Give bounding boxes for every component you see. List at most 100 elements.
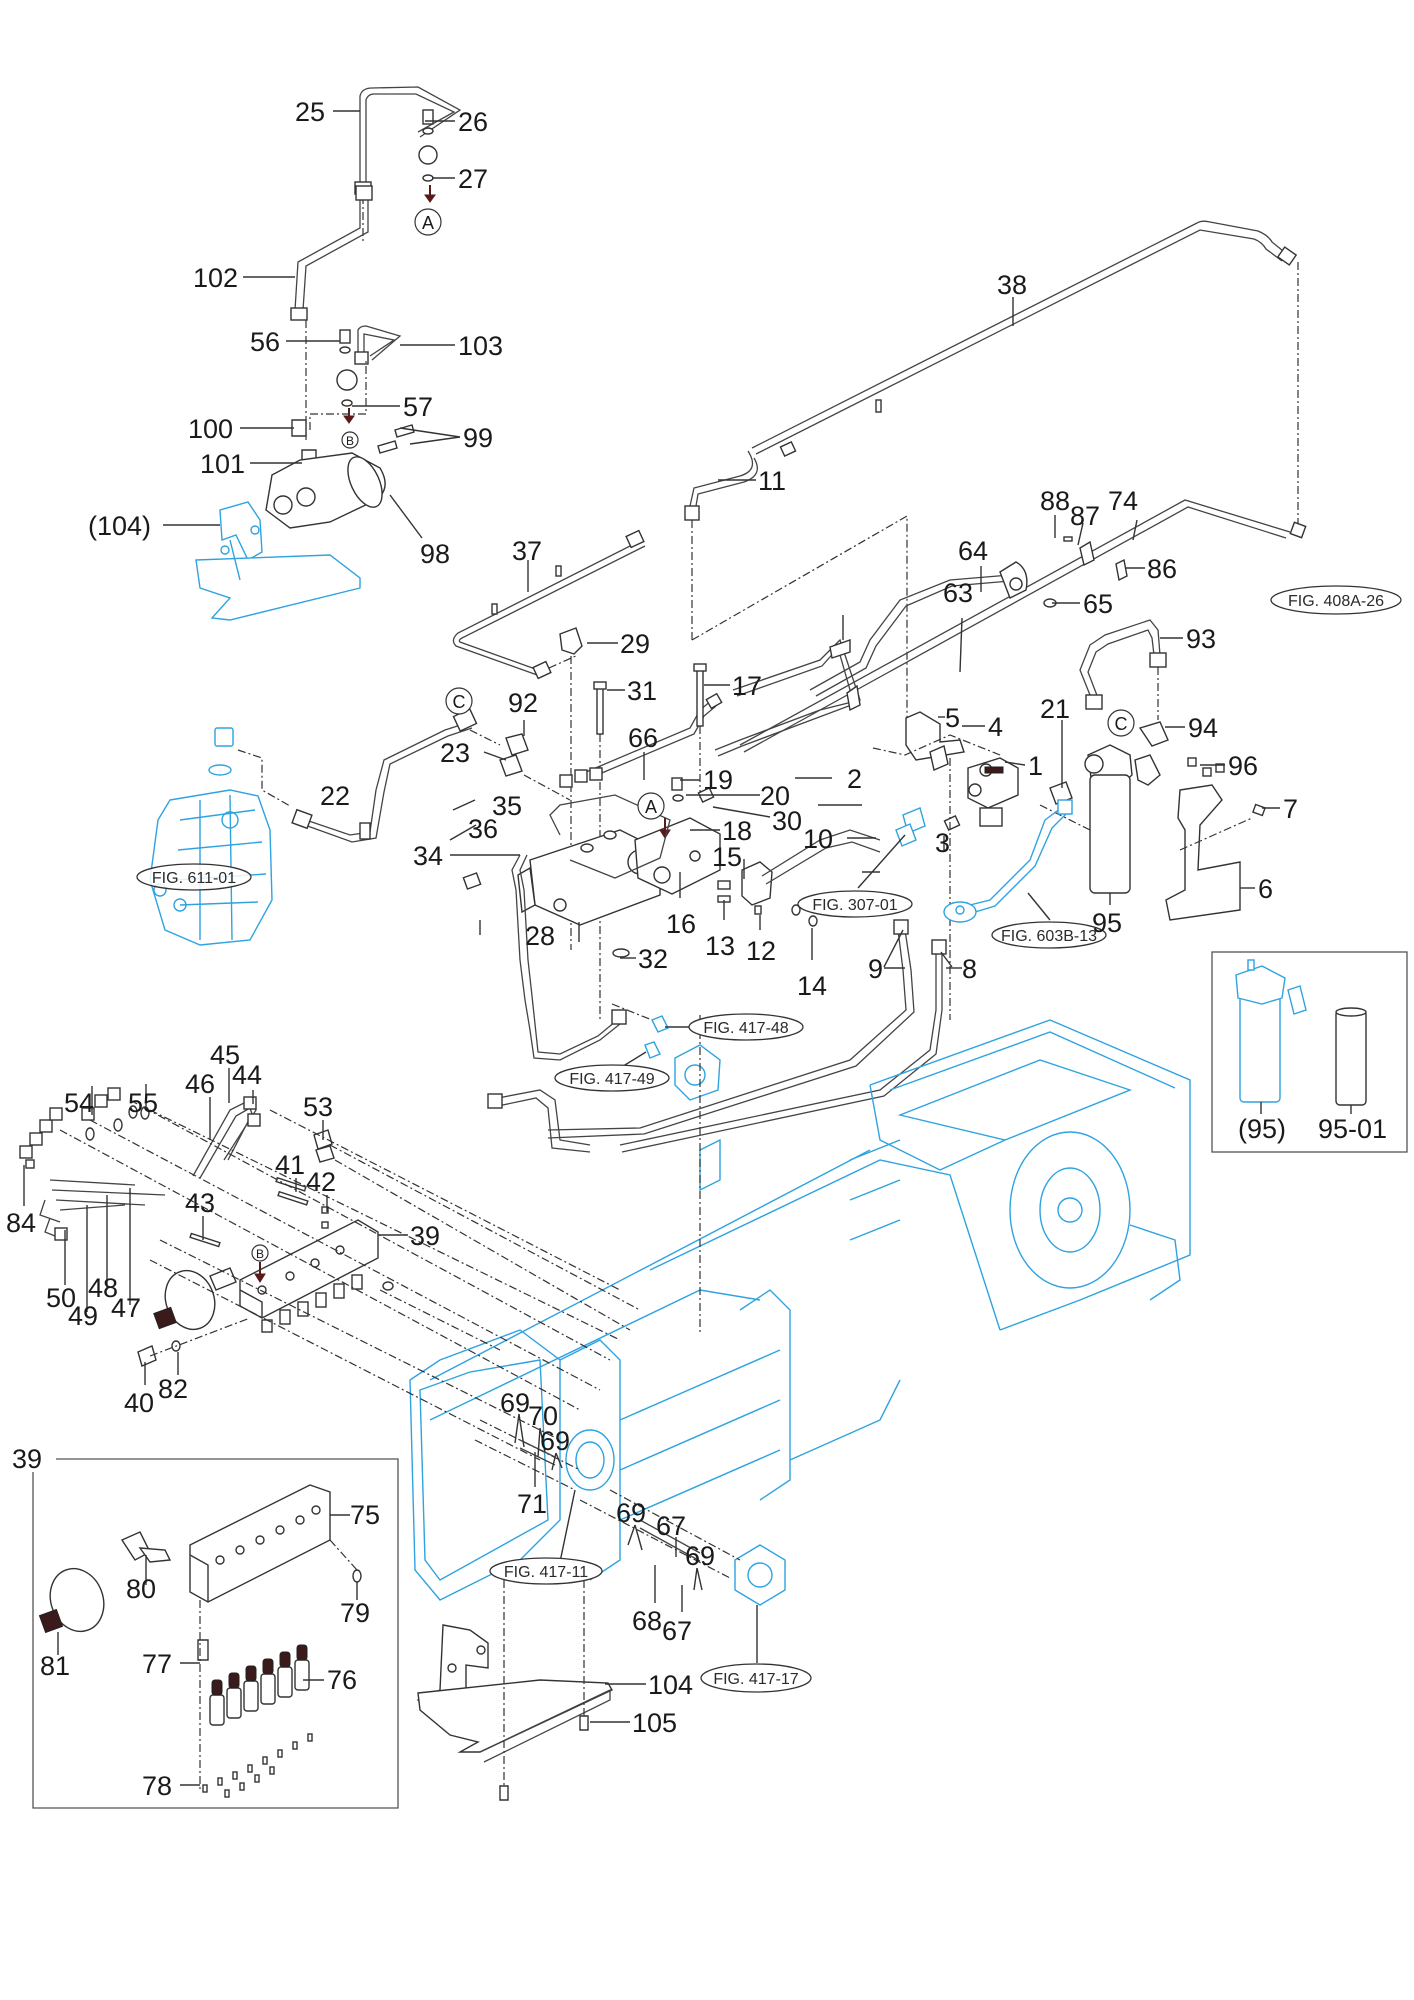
label-10: 10	[803, 824, 833, 854]
pipe-103-assembly	[305, 320, 402, 440]
label-68: 68	[632, 1606, 662, 1636]
label-6: 6	[1258, 874, 1273, 904]
label-104: 104	[648, 1670, 693, 1700]
label-70: 70	[528, 1401, 558, 1431]
manifold-39	[137, 1219, 394, 1367]
label-22: 22	[320, 781, 350, 811]
label-8: 8	[962, 954, 977, 984]
marker-a-valve-text: A	[645, 797, 657, 817]
fig-ref-611-01-text: FIG. 611-01	[152, 870, 236, 887]
pipe-63	[809, 561, 1028, 697]
label-74: 74	[1108, 486, 1138, 516]
fittings-92-23	[469, 729, 571, 801]
label-44: 44	[232, 1060, 262, 1090]
fittings-2-5	[872, 711, 1001, 1020]
label-104-reference: (104)	[88, 511, 151, 541]
label-38: 38	[997, 270, 1027, 300]
label-46: 46	[185, 1069, 215, 1099]
label-55: 55	[128, 1088, 158, 1118]
label-54: 54	[64, 1088, 94, 1118]
fig-ref-417-48-text: FIG. 417-48	[703, 1020, 788, 1037]
label-21: 21	[1040, 694, 1070, 724]
pipe-93	[1079, 619, 1167, 720]
marker-c-filter-text: C	[1115, 714, 1128, 734]
pipe-25-assembly	[354, 86, 462, 244]
valve-row-76	[209, 1644, 310, 1726]
bolts-17-31	[593, 663, 707, 1020]
label-93: 93	[1186, 624, 1216, 654]
pipe-22	[237, 708, 478, 843]
label-76: 76	[327, 1665, 357, 1695]
label-69d: 69	[685, 1541, 715, 1571]
fig-ref-417-49-text: FIG. 417-49	[569, 1071, 654, 1088]
fitting-21	[1039, 781, 1091, 831]
label-69c: 69	[616, 1498, 646, 1528]
label-95: 95	[1092, 908, 1122, 938]
bracket-104-reference	[195, 501, 361, 621]
part-labels: 25 26 27 102 56 103 57 100 101 99 (104) …	[6, 97, 1387, 1801]
label-39-inset: 39	[12, 1444, 42, 1474]
label-105: 105	[632, 1708, 677, 1738]
filter-inset-box	[1211, 951, 1408, 1153]
label-65: 65	[1083, 589, 1113, 619]
label-14: 14	[797, 971, 827, 1001]
label-66: 66	[628, 723, 658, 753]
label-45: 45	[210, 1040, 240, 1070]
label-98: 98	[420, 539, 450, 569]
fig-ref-307-01: FIG. 307-01	[797, 834, 913, 918]
label-27: 27	[458, 164, 488, 194]
label-26: 26	[458, 107, 488, 137]
label-87: 87	[1070, 501, 1100, 531]
label-67a: 67	[656, 1511, 686, 1541]
label-35: 35	[492, 791, 522, 821]
pipes-8-9	[487, 919, 947, 1153]
label-63: 63	[943, 578, 973, 608]
label-57: 57	[403, 392, 433, 422]
fig-ref-603b-13: FIG. 603B-13	[991, 892, 1107, 949]
fig-ref-611-01: FIG. 611-01	[136, 863, 252, 891]
label-88: 88	[1040, 486, 1070, 516]
valve-block-28	[517, 767, 661, 958]
label-81: 81	[40, 1651, 70, 1681]
fitting-row	[19, 1087, 150, 1169]
dashed-guides-hoses	[59, 1099, 641, 1461]
label-25: 25	[295, 97, 325, 127]
fig-ref-408a-26: FIG. 408A-26	[1270, 585, 1402, 615]
bracket-104	[416, 1015, 701, 1801]
valve-12-13-14-15	[717, 829, 881, 927]
label-101: 101	[200, 449, 245, 479]
hoses-fittings-44-55	[19, 1087, 641, 1461]
pipe-74	[739, 499, 1307, 753]
label-47: 47	[111, 1293, 141, 1323]
pipe-37	[452, 529, 646, 680]
label-3: 3	[935, 828, 950, 858]
label-77: 77	[142, 1649, 172, 1679]
manifold-39-inset	[32, 1458, 399, 1809]
label-40: 40	[124, 1388, 154, 1418]
label-12: 12	[746, 936, 776, 966]
label-95-01: 95-01	[1318, 1114, 1387, 1144]
label-86: 86	[1147, 554, 1177, 584]
label-19: 19	[703, 765, 733, 795]
hose-603b-reference	[943, 799, 1073, 923]
label-69a: 69	[500, 1388, 530, 1418]
fig-ref-417-11-text: FIG. 417-11	[504, 1564, 588, 1581]
marker-b-manifold: B	[251, 1244, 269, 1262]
label-71: 71	[517, 1489, 547, 1519]
label-37: 37	[512, 536, 542, 566]
label-100: 100	[188, 414, 233, 444]
pipe-102	[290, 185, 373, 321]
label-50: 50	[46, 1283, 76, 1313]
marker-a-valve: A	[637, 792, 665, 820]
label-23: 23	[440, 738, 470, 768]
label-42: 42	[306, 1167, 336, 1197]
label-67b: 67	[662, 1616, 692, 1646]
filter-95	[1084, 721, 1169, 905]
label-99: 99	[463, 423, 493, 453]
label-82: 82	[158, 1374, 188, 1404]
leader-lines	[23, 110, 1280, 1786]
rods-67-68-70-71	[474, 1419, 741, 1579]
label-11: 11	[758, 466, 786, 496]
pipe-38	[751, 220, 1299, 530]
